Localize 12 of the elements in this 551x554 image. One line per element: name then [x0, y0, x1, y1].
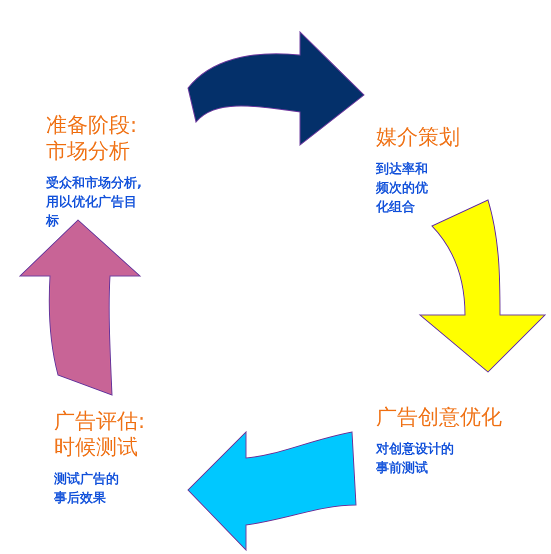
stage-heading: 广告评估:时候测试 — [54, 408, 146, 460]
block-arrow — [188, 32, 364, 146]
block-arrow — [20, 220, 140, 396]
stage-heading: 准备阶段:市场分析 — [46, 112, 138, 164]
stage-heading: 广告创意优化 — [376, 404, 503, 430]
block-arrow — [188, 432, 356, 550]
block-arrow — [420, 200, 546, 372]
stage-description: 测试广告的事后效果 — [54, 470, 120, 508]
stage-description: 对创意设计的事前测试 — [376, 440, 455, 478]
stage-description: 受众和市场分析,用以优化广告目标 — [46, 174, 143, 231]
stage-heading: 媒介策划 — [376, 124, 461, 150]
stage-description: 到达率和频次的优化组合 — [376, 160, 429, 217]
